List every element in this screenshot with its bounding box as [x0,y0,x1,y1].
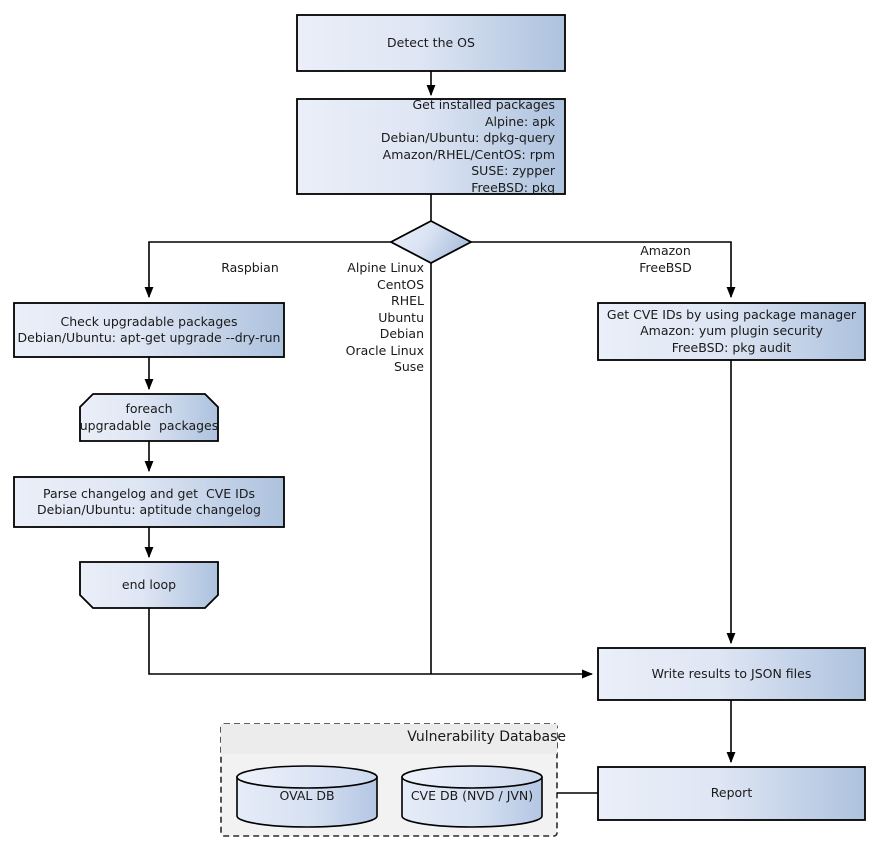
node-foreach-shape [79,393,219,442]
node-detect-os[interactable] [297,15,565,71]
node-get-installed-packages-shape [296,98,566,195]
node-get-cve-ids[interactable] [598,303,865,360]
node-parse-changelog-shape [13,476,285,528]
node-check-upgradable-packages[interactable] [14,303,284,357]
node-oval-db-shape [236,765,378,828]
node-write-results-shape [597,647,866,701]
node-end-loop[interactable] [80,562,218,608]
node-detect-os-shape [296,14,566,72]
node-write-results-to-json-files[interactable] [598,648,865,700]
node-cve-db-shape [401,765,543,828]
edge-label-raspbian: Raspbian [221,260,279,275]
group-vulnerability-database-title: Vulnerability Database [407,729,566,745]
node-foreach-upgradable-packages[interactable] [80,394,218,441]
node-end-loop-shape [79,561,219,609]
node-check-upgradable-shape [13,302,285,358]
node-get-cve-ids-shape [597,302,866,361]
edge-label-amazon-freebsd: Amazon FreeBSD [639,243,692,275]
node-cve-db[interactable] [402,766,542,827]
node-get-installed-packages[interactable] [297,99,565,194]
node-os-decision[interactable] [391,221,471,263]
node-report-shape [597,766,866,821]
node-report[interactable] [598,767,865,820]
edge-label-middle-os-list: Alpine Linux CentOS RHEL Ubuntu Debian O… [345,260,424,374]
node-parse-changelog[interactable] [14,477,284,527]
node-os-decision-shape [389,219,473,265]
node-oval-db[interactable] [237,766,377,827]
